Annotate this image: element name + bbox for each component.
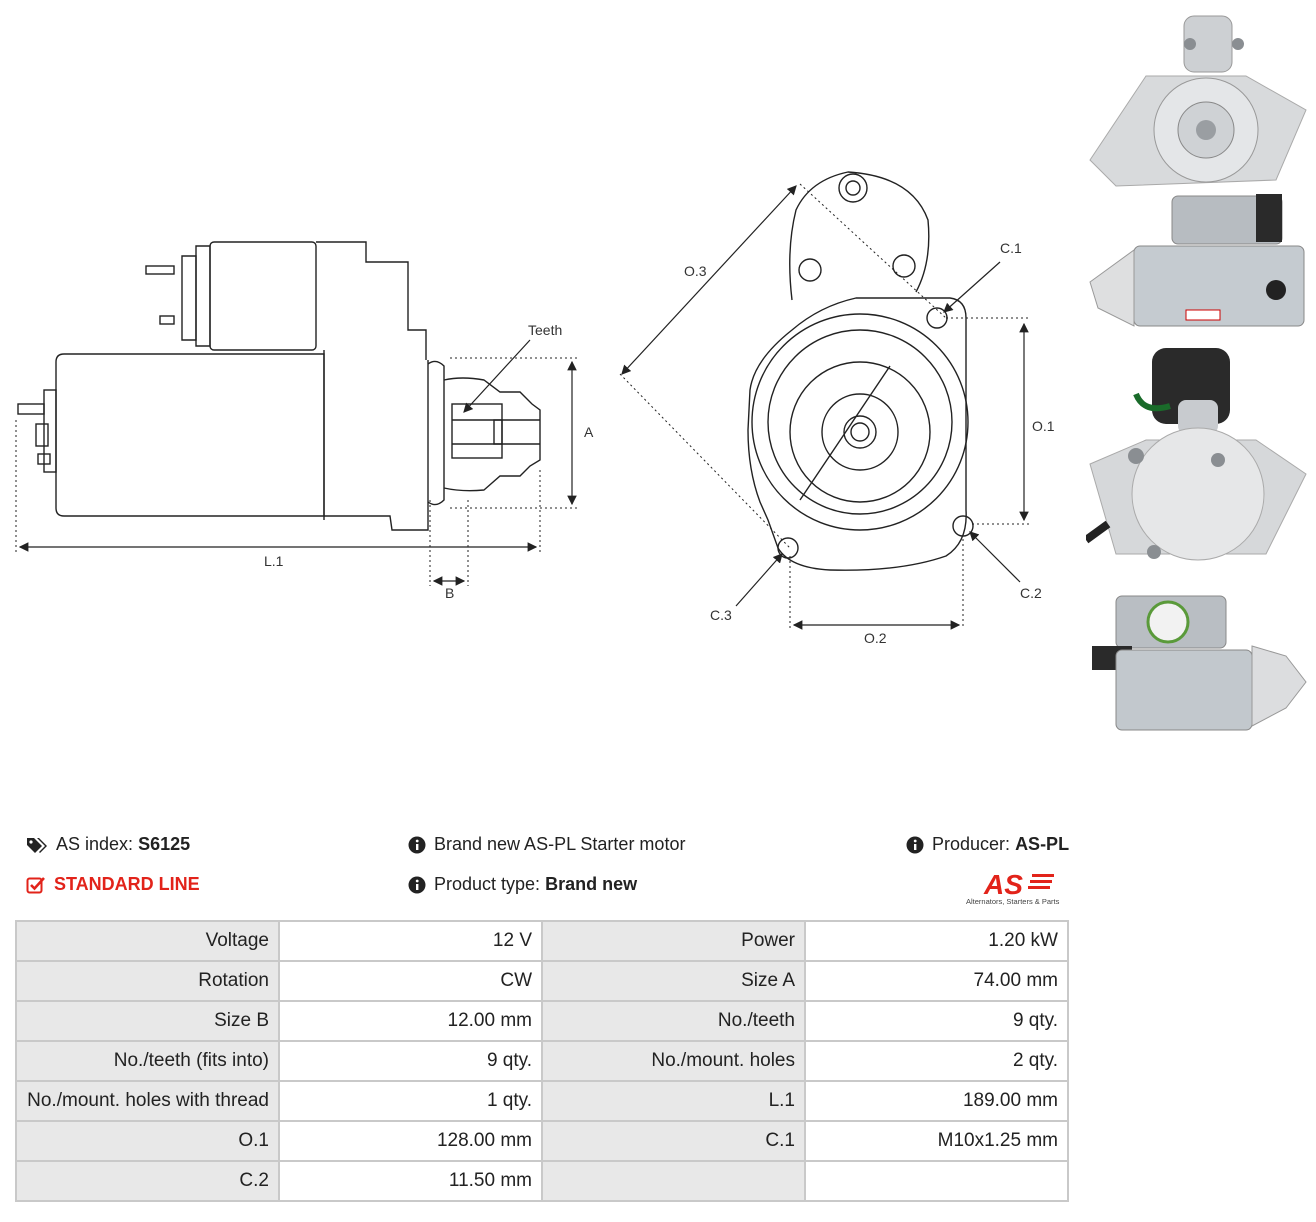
description-row: Brand new AS-PL Starter motor — [408, 834, 685, 855]
standard-line-row: STANDARD LINE — [26, 874, 200, 895]
spec-key: No./teeth — [541, 1000, 806, 1042]
spec-value: 189.00 mm — [804, 1080, 1069, 1122]
info-icon — [408, 876, 426, 894]
spec-key: Power — [541, 920, 806, 962]
tags-icon — [26, 836, 48, 854]
product-photo-front[interactable] — [1086, 10, 1310, 190]
spec-value: 12 V — [278, 920, 543, 962]
label-teeth: Teeth — [528, 322, 562, 338]
producer-row: Producer: AS-PL — [906, 834, 1069, 855]
spec-value: 1.20 kW — [804, 920, 1069, 962]
standard-line-label: STANDARD LINE — [54, 874, 200, 894]
spec-key — [541, 1160, 806, 1202]
description-text: Brand new AS-PL Starter motor — [434, 834, 686, 854]
info-icon — [408, 836, 426, 854]
front-dimension-lines — [619, 183, 1030, 628]
spec-key: Voltage — [15, 920, 280, 962]
label-o3: O.3 — [684, 263, 707, 279]
label-c3: C.3 — [710, 607, 732, 623]
spec-key: No./mount. holes — [541, 1040, 806, 1082]
side-view — [17, 241, 541, 531]
label-o2: O.2 — [864, 630, 887, 646]
spec-value: 9 qty. — [278, 1040, 543, 1082]
spec-value: 11.50 mm — [278, 1160, 543, 1202]
producer-value: AS-PL — [1015, 834, 1070, 854]
spec-value: M10x1.25 mm — [804, 1120, 1069, 1162]
product-type-value: Brand new — [545, 874, 638, 894]
spec-key: Size B — [15, 1000, 280, 1042]
spec-key: No./mount. holes with thread — [15, 1080, 280, 1122]
spec-key: L.1 — [541, 1080, 806, 1122]
logo-tagline: Alternators, Starters & Parts — [966, 897, 1060, 906]
info-icon — [906, 836, 924, 854]
as-index-row: AS index: S6125 — [26, 834, 190, 855]
as-pl-logo: AS Alternators, Starters & Parts — [966, 869, 1060, 906]
front-arrows — [621, 185, 1029, 630]
product-photo-rear[interactable] — [1086, 344, 1310, 580]
spec-key: Rotation — [15, 960, 280, 1002]
label-l1: L.1 — [264, 553, 284, 569]
product-type-label: Product type: — [434, 874, 541, 894]
label-b: B — [445, 585, 454, 601]
as-index-value: S6125 — [138, 834, 191, 854]
spec-value: 74.00 mm — [804, 960, 1069, 1002]
label-c1: C.1 — [1000, 240, 1022, 256]
logo-text: AS — [983, 869, 1023, 900]
as-index-label: AS index: — [56, 834, 134, 854]
spec-key: C.1 — [541, 1120, 806, 1162]
product-photo-side[interactable] — [1086, 190, 1310, 338]
label-a: A — [584, 424, 594, 440]
technical-drawing: Teeth A L.1 B O.3 C.1 O.1 C.2 C.3 O.2 — [15, 171, 1055, 646]
spec-key: C.2 — [15, 1160, 280, 1202]
front-view — [747, 171, 974, 571]
label-o1: O.1 — [1032, 418, 1055, 434]
spec-key: O.1 — [15, 1120, 280, 1162]
product-photo-angled[interactable] — [1086, 586, 1310, 736]
producer-label: Producer: — [932, 834, 1011, 854]
checkbox-checked-icon — [26, 876, 46, 894]
product-type-row: Product type: Brand new — [408, 874, 637, 895]
spec-value: 9 qty. — [804, 1000, 1069, 1042]
spec-value: 128.00 mm — [278, 1120, 543, 1162]
spec-value — [804, 1160, 1069, 1202]
label-c2: C.2 — [1020, 585, 1042, 601]
table-row: No./teeth (fits into)9 qty.No./mount. ho… — [15, 1040, 1069, 1082]
side-arrows — [18, 339, 577, 586]
spec-key: No./teeth (fits into) — [15, 1040, 280, 1082]
spec-value: 1 qty. — [278, 1080, 543, 1122]
spec-value: CW — [278, 960, 543, 1002]
spec-value: 12.00 mm — [278, 1000, 543, 1042]
spec-key: Size A — [541, 960, 806, 1002]
spec-value: 2 qty. — [804, 1040, 1069, 1082]
side-dimension-lines — [15, 357, 578, 586]
